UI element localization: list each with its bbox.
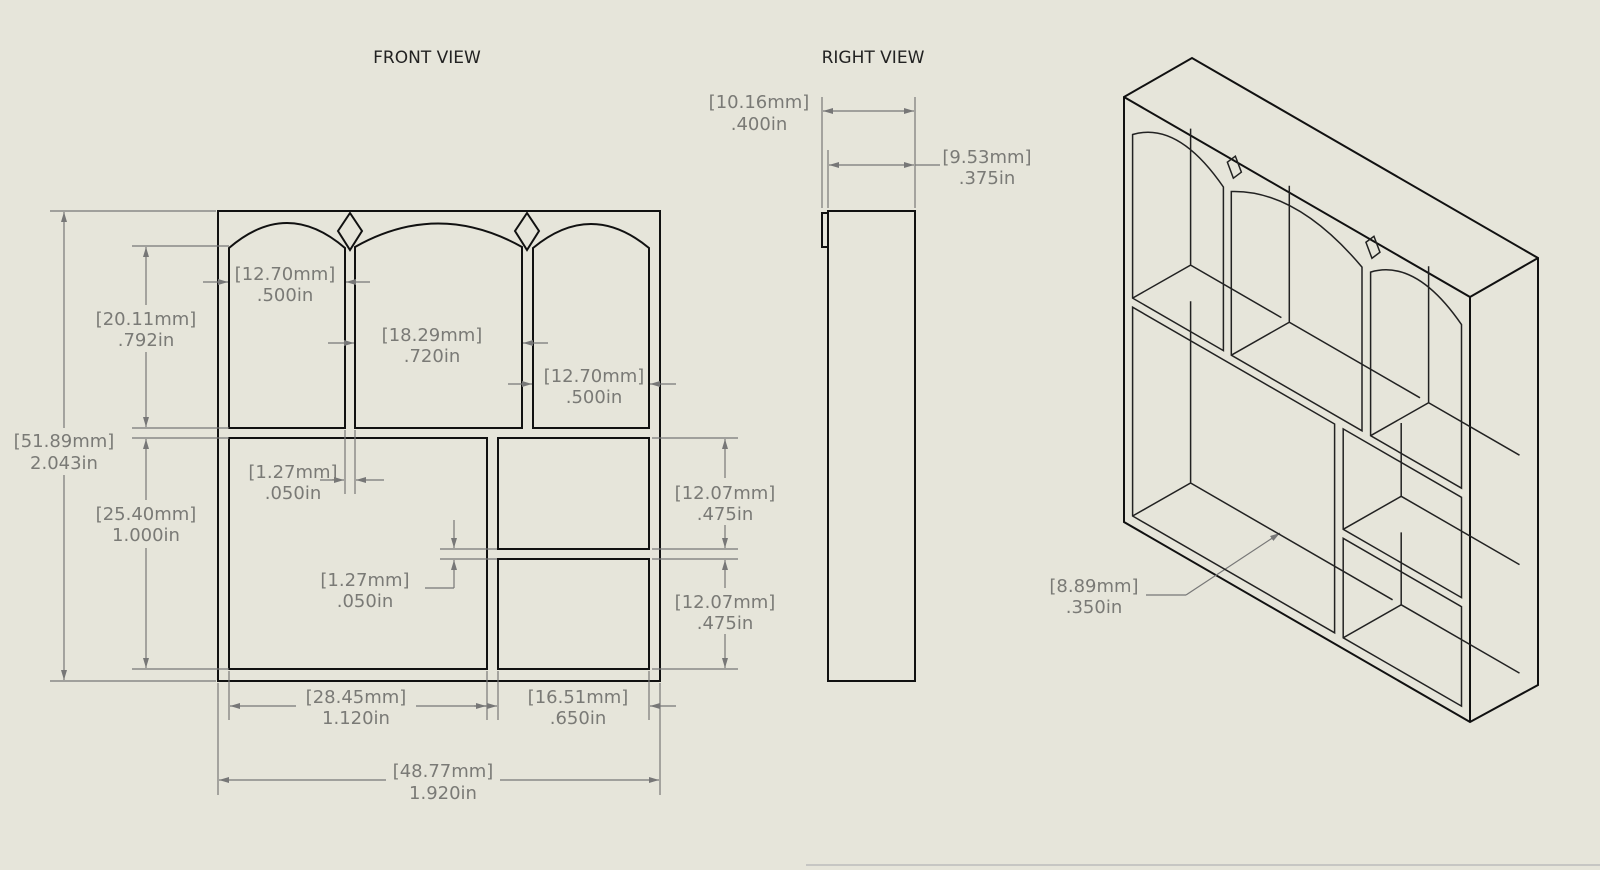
iso-left-arch-compartment [1131,128,1282,352]
right-lower-compartment [497,558,650,670]
dim-body-depth-in: .375in [959,168,1016,189]
dim-left-arch-width-in: .500in [257,285,314,306]
iso-diamond-ornament-2 [1365,235,1381,260]
dim-lower-left-width-mm: [28.45mm] [306,687,407,708]
dim-right-upper-height-in: .475in [697,504,754,525]
dim-arch-height-mm: [20.11mm] [96,309,197,330]
dim-middle-arch-width-mm: [18.29mm] [382,325,483,346]
iso-right-upper-compartment [1342,423,1520,599]
dim-divider-h-mm: [1.27mm] [320,570,409,591]
dim-lower-height-in: 1.000in [112,525,180,546]
dim-compartment-depth-mm: [8.89mm] [1049,576,1138,597]
dim-overall-depth-mm: [10.16mm] [709,92,810,113]
iso-front-edges [1123,96,1539,722]
dim-overall-width-mm: [48.77mm] [393,761,494,782]
dim-compartment-depth-in: .350in [1066,597,1123,618]
dim-body-depth-mm: [9.53mm] [942,147,1031,168]
dim-left-arch-width-mm: [12.70mm] [235,264,336,285]
middle-arch-compartment [354,222,523,429]
right-upper-compartment [497,437,650,550]
front-dimension-lines [50,210,738,795]
iso-lower-left-compartment [1131,301,1393,635]
dim-overall-width-in: 1.920in [409,783,477,804]
front-outline [217,210,661,682]
right-view-ornament-tab [821,212,829,248]
dim-overall-height-mm: [51.89mm] [14,431,115,452]
dim-lower-right-width-mm: [16.51mm] [528,687,629,708]
dim-right-arch-width-mm: [12.70mm] [544,366,645,387]
dim-right-lower-height-in: .475in [697,613,754,634]
right-view-body [827,210,916,682]
dim-right-arch-width-in: .500in [566,387,623,408]
front-view [217,210,661,682]
iso-right-lower-compartment [1342,532,1520,708]
left-arch-compartment [228,222,346,429]
diamond-ornament-right [513,211,541,252]
dim-overall-depth-in: .400in [731,114,788,135]
diamond-ornament-left [336,211,364,252]
iso-diamond-ornament-1 [1226,154,1243,180]
dim-right-upper-height-mm: [12.07mm] [675,483,776,504]
right-view-title: RIGHT VIEW [822,48,925,68]
dim-divider-h-in: .050in [337,591,394,612]
dim-lower-height-mm: [25.40mm] [96,504,197,525]
front-view-title: FRONT VIEW [373,48,481,68]
iso-middle-arch-compartment [1230,185,1421,433]
lower-left-compartment [228,437,488,670]
dim-arch-height-in: .792in [118,330,175,351]
iso-outline [1123,56,1539,724]
dim-divider-v-mm: [1.27mm] [248,462,337,483]
dim-right-lower-height-mm: [12.07mm] [675,592,776,613]
dimension-labels: [12.70mm] .500in [20.11mm] .792in [18.29… [14,92,1139,804]
right-view [821,97,940,682]
dim-middle-arch-width-in: .720in [404,346,461,367]
dim-divider-v-in: .050in [265,483,322,504]
dim-overall-height-in: 2.043in [30,453,98,474]
dim-lower-left-width-in: 1.120in [322,708,390,729]
isometric-view [1123,56,1539,724]
iso-right-arch-compartment [1369,266,1520,490]
dim-lower-right-width-in: .650in [550,708,607,729]
right-arch-compartment [532,223,650,429]
